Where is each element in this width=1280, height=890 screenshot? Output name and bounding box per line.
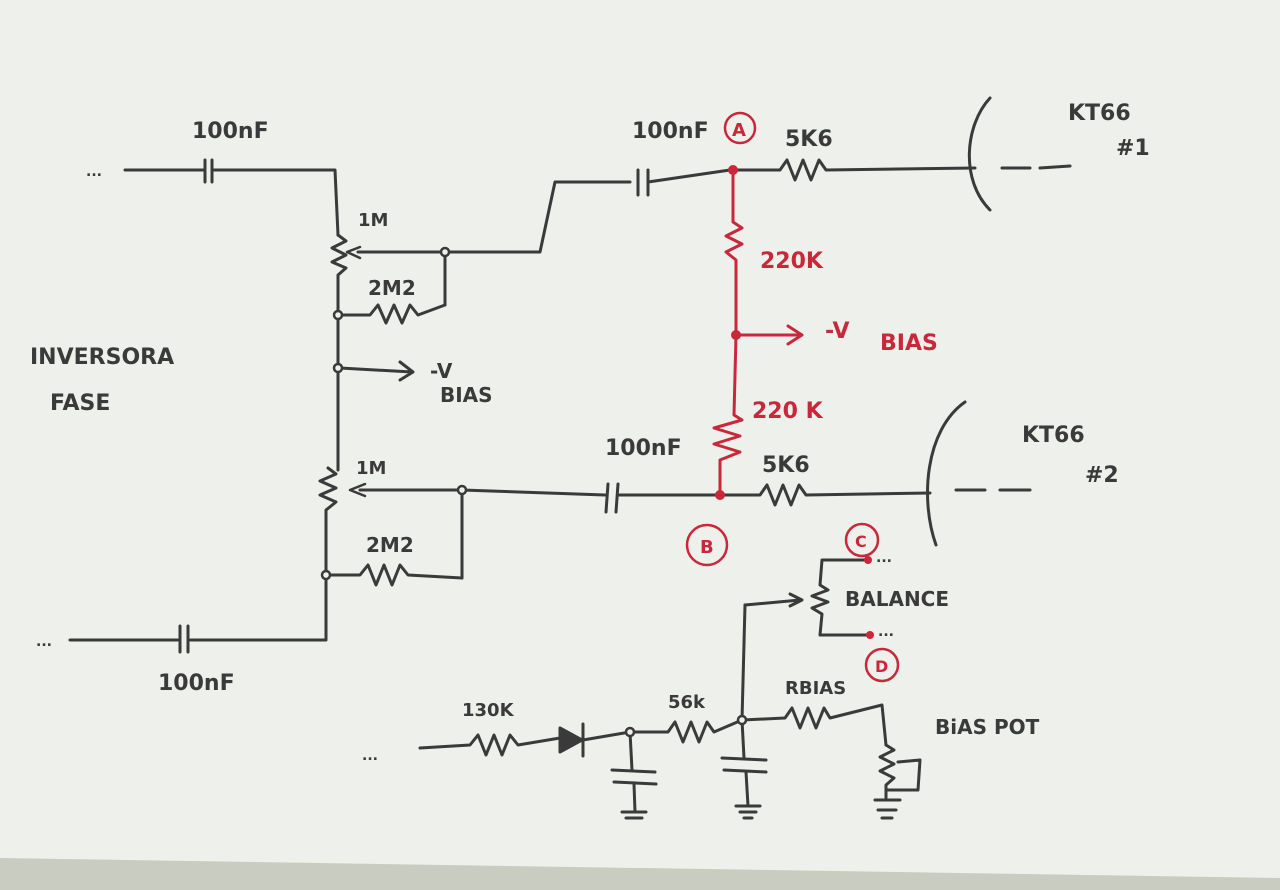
node-b-label: B — [700, 537, 714, 558]
label-balance: BALANCE — [845, 587, 949, 611]
stage-label-line2: FASE — [50, 391, 110, 416]
label-r-red-top: 220K — [760, 249, 824, 274]
ellipsis-bottom-input: ... — [36, 634, 52, 650]
node-a-label: A — [732, 120, 746, 141]
label-r-130k: 130K — [462, 700, 515, 721]
ellipsis-top-input: ... — [86, 164, 102, 180]
label-bias-pot: BiAS POT — [935, 715, 1040, 739]
ellipsis-bias-input: ... — [362, 748, 378, 764]
red-junctions — [715, 165, 874, 639]
label-c-in-top: 100nF — [192, 119, 269, 144]
label-bias-left-1: -V — [430, 359, 453, 383]
red-wiring — [712, 170, 804, 497]
label-tube1-name: KT66 — [1068, 101, 1131, 126]
label-r-bias: RBIAS — [785, 678, 846, 699]
node-c-label: C — [855, 532, 867, 551]
label-r-top-2m2: 2M2 — [368, 276, 416, 300]
label-tube1-num: #1 — [1116, 136, 1150, 161]
label-r-56k: 56k — [668, 692, 706, 713]
label-bias-red-2: BIAS — [880, 331, 938, 356]
label-c-couple-top: 100nF — [632, 119, 709, 144]
label-bias-left-2: BIAS — [440, 383, 493, 407]
label-bias-red-1: -V — [825, 319, 850, 344]
label-r-stop-top: 5K6 — [785, 127, 833, 152]
black-wiring — [68, 96, 1072, 820]
stage-label-line1: INVERSORA — [30, 345, 174, 370]
node-circles — [685, 111, 900, 683]
ellipsis-node-c: ... — [876, 550, 892, 566]
label-r-red-bottom: 220 K — [752, 399, 824, 424]
label-r-grid-top: 1M — [358, 210, 388, 231]
label-r-grid-bottom: 1M — [356, 458, 386, 479]
node-d-label: D — [875, 657, 888, 676]
label-c-in-bottom: 100nF — [158, 671, 235, 696]
label-tube2-num: #2 — [1085, 463, 1119, 488]
ellipsis-node-d: ... — [878, 624, 894, 640]
label-r-bottom-2m2: 2M2 — [366, 533, 414, 557]
black-junctions — [320, 246, 748, 738]
label-tube2-name: KT66 — [1022, 423, 1085, 448]
label-r-stop-bottom: 5K6 — [762, 453, 810, 478]
label-c-couple-bottom: 100nF — [605, 436, 682, 461]
